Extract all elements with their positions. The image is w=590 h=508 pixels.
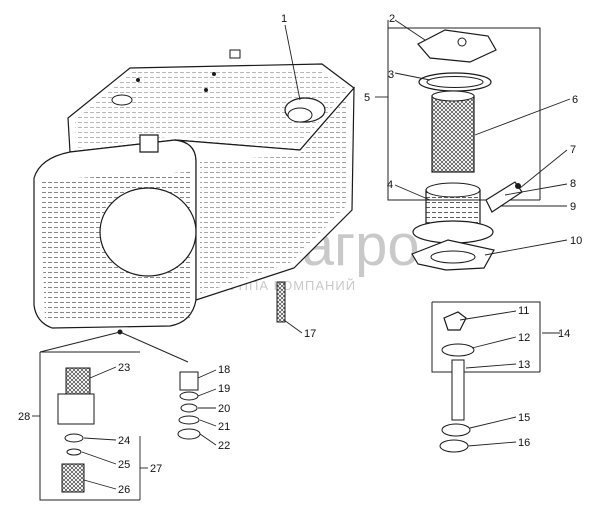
callout-6: 6 [572, 94, 578, 106]
callout-labels: 1 2 3 4 5 6 7 8 9 10 11 12 13 14 15 16 1… [18, 13, 582, 496]
callout-25: 25 [118, 459, 130, 471]
callout-27: 27 [150, 463, 162, 475]
callout-19: 19 [218, 383, 230, 395]
callout-13: 13 [518, 359, 530, 371]
callout-7: 7 [570, 144, 576, 156]
callout-10: 10 [570, 235, 582, 247]
callout-18: 18 [218, 364, 230, 376]
callout-15: 15 [518, 412, 530, 424]
drain-valve-group [39, 331, 189, 501]
callout-4: 4 [387, 179, 393, 191]
callout-3: 3 [388, 69, 394, 81]
callout-8: 8 [570, 178, 576, 190]
callout-20: 20 [218, 403, 230, 415]
callout-12: 12 [518, 332, 530, 344]
callout-1: 1 [281, 13, 287, 25]
callout-22: 22 [218, 440, 230, 452]
filler-filter-assembly [387, 20, 541, 271]
callout-2: 2 [389, 13, 395, 25]
callout-14: 14 [558, 328, 570, 340]
callout-11: 11 [518, 305, 529, 317]
callout-9: 9 [570, 201, 576, 213]
drain-tap-assembly [431, 301, 541, 453]
fuel-tank [33, 49, 355, 335]
callout-21: 21 [218, 421, 230, 433]
drain-plug-group [177, 371, 201, 440]
callout-17: 17 [304, 328, 316, 340]
callout-24: 24 [118, 435, 130, 447]
callout-28: 28 [18, 411, 30, 423]
callout-5: 5 [364, 92, 370, 104]
callout-26: 26 [118, 484, 130, 496]
leader-lines [32, 19, 571, 500]
callout-16: 16 [518, 437, 530, 449]
callout-23: 23 [118, 362, 130, 374]
